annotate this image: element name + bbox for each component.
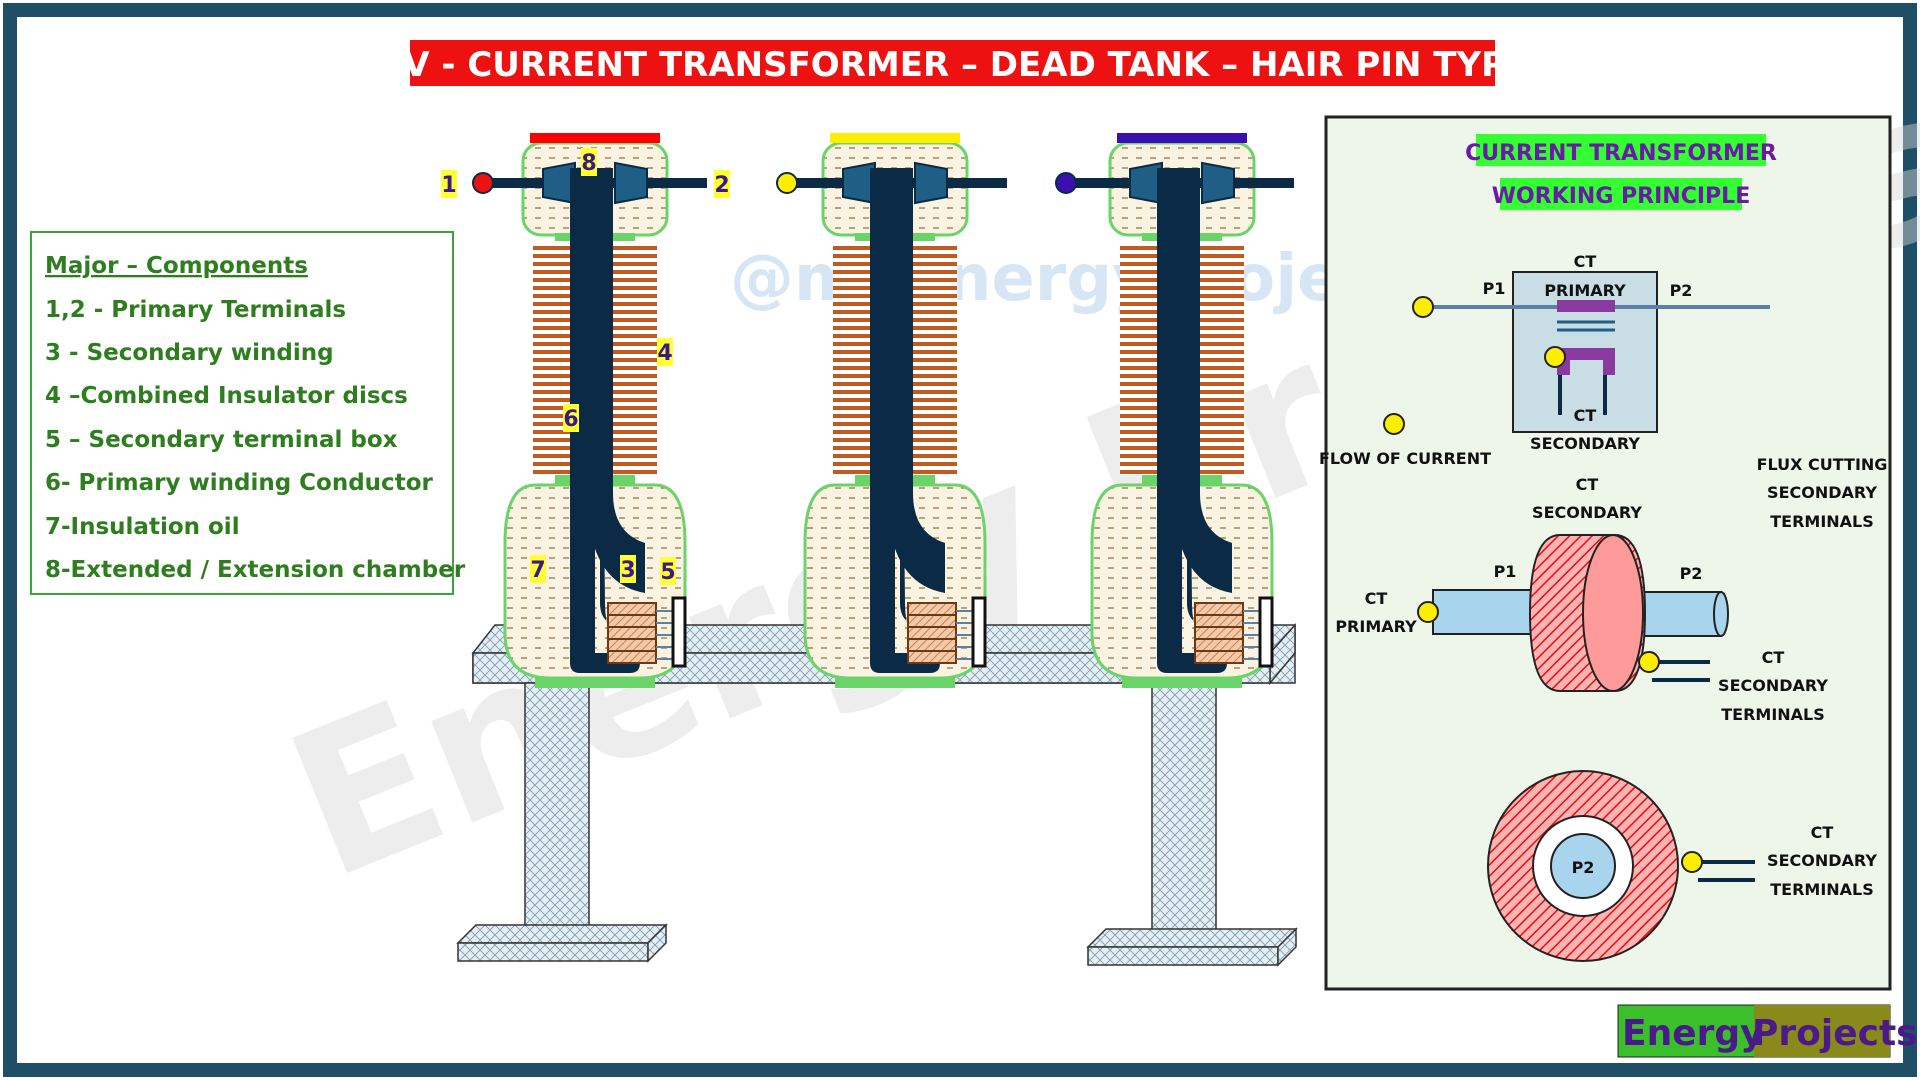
label-ct-sec-mid-secondary: SECONDARY [1718,676,1828,695]
label-ct-primary-ct: CT [1365,589,1388,608]
label-ct-sec-bottom-terminals: TERMINALS [1770,880,1874,899]
flow-current-icon [1383,413,1405,435]
legend-item: 8-Extended / Extension chamber [45,557,466,583]
callout-8: 8 [581,151,596,176]
label-ct-sec-bottom-ct: CT [1811,823,1834,842]
label-ct-bottom: CT [1574,406,1597,425]
label-flux-secondary: SECONDARY [1767,483,1877,502]
ct-unit-phase-b [1055,131,1296,690]
legend-item: 3 - Secondary winding [45,340,334,366]
ct-unit-phase-r [472,131,709,690]
legend-heading: Major – Components [45,253,308,279]
p1-terminal-icon [1412,296,1434,318]
phase-cap [1117,133,1247,143]
brand-word-2: Projects [1752,1013,1918,1054]
label-p1: P1 [1483,279,1506,298]
primary-conductor-ring [1550,833,1616,899]
label-p2-mid: P2 [1680,564,1703,583]
principle-subtitle: WORKING PRINCIPLE [1492,184,1750,209]
legend-item: 7-Insulation oil [45,514,240,540]
principle-title: CURRENT TRANSFORMER [1465,141,1777,166]
callout-3: 3 [620,558,635,583]
label-flux-terminals: TERMINALS [1770,512,1874,531]
label-secondary: SECONDARY [1530,434,1640,453]
primary-terminal-icon [1055,172,1077,194]
callout-2: 2 [714,173,729,198]
ct-secondary-terminal-icon [1638,651,1660,673]
label-p2-ring: P2 [1572,858,1595,877]
label-p2: P2 [1670,281,1693,300]
ct-unit-phase-y [776,131,1009,690]
page-title: HV - CURRENT TRANSFORMER – DEAD TANK – H… [375,45,1529,85]
label-flux-cutting: FLUX CUTTING [1757,455,1888,474]
label-p1-mid: P1 [1494,562,1517,581]
legend-item: 4 –Combined Insulator discs [45,383,408,409]
legend-item: 1,2 - Primary Terminals [45,297,346,323]
label-secondary-mid: SECONDARY [1532,503,1642,522]
legend-item: 6- Primary winding Conductor [45,470,433,496]
label-ct-mid: CT [1576,475,1599,494]
callout-4: 4 [657,341,672,366]
legend-box [30,231,454,595]
label-ct-primary: PRIMARY [1335,617,1417,636]
primary-rod-left [1432,589,1546,635]
secondary-terminal-icon [1544,346,1566,368]
label-ct-sec-bottom-secondary: SECONDARY [1767,851,1877,870]
phase-cap [530,133,660,143]
label-ct-sec-mid-ct: CT [1762,648,1785,667]
primary-terminal-icon [776,172,798,194]
callout-6: 6 [563,407,578,432]
phase-cap [830,133,960,143]
callout-5: 5 [660,560,675,585]
callout-7: 7 [530,558,545,583]
label-primary: PRIMARY [1544,281,1626,300]
label-ct-top: CT [1574,252,1597,271]
ring-secondary-terminal-icon [1681,851,1703,873]
label-flow-of-current: FLOW OF CURRENT [1319,449,1491,468]
title-banner [410,40,1495,86]
label-ct-sec-mid-terminals: TERMINALS [1721,705,1825,724]
primary-terminal-icon [472,172,494,194]
brand-word-1: Energy [1622,1013,1764,1054]
ct-primary-terminal-icon [1417,601,1439,623]
callout-1: 1 [441,173,456,198]
legend-item: 5 – Secondary terminal box [45,427,398,453]
outer-frame [3,3,1917,1077]
